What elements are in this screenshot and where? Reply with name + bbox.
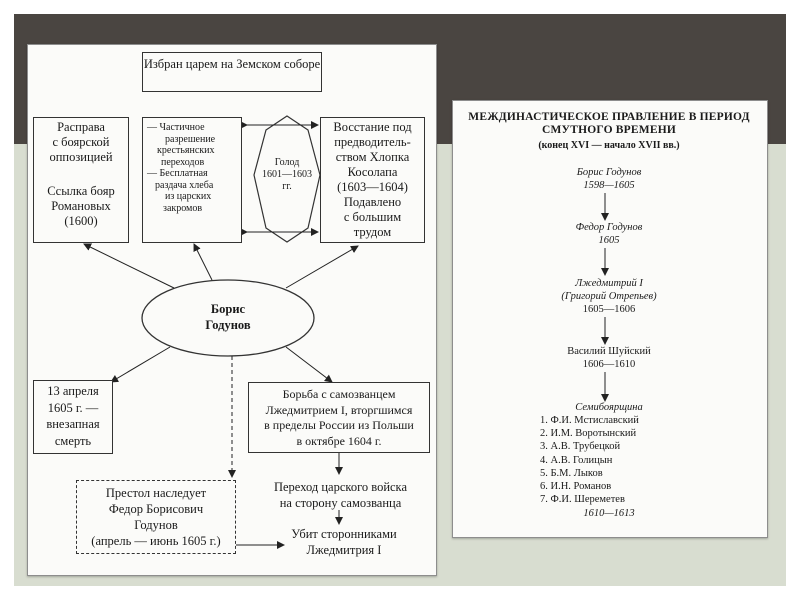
heir-line: (апрель — июнь 1605 г.) — [91, 534, 221, 548]
killed-line: Лжедмитрия I — [306, 543, 382, 557]
transition-line: Переход царского войска — [273, 480, 407, 494]
ruler-2-name: Федор Годунов — [575, 222, 643, 233]
famine-label: Голод 1601—1603 гг. — [258, 157, 316, 193]
famine-line: Голод — [274, 157, 300, 168]
massacre-exile-box: Расправа с боярской оппозицией Ссылка бо… — [33, 117, 129, 243]
killed-text: Убит сторонниками Лжедмитрия I — [284, 526, 404, 558]
struggle-line: Борьба с самозванцем — [282, 387, 396, 401]
ruler-4-years: 1606—1610 — [582, 359, 636, 370]
uprising-line: Восстание под — [333, 120, 412, 134]
rulers-list-panel — [452, 100, 768, 538]
death-line: 13 апреля — [47, 384, 99, 398]
uprising-line: с большим — [343, 210, 402, 224]
boyar-item: 7. Ф.И. Шереметев — [540, 494, 625, 506]
uprising-line: (1603—1604) — [337, 180, 408, 194]
reforms-line: из царских — [165, 191, 212, 202]
killed-line: Убит сторонниками — [291, 527, 397, 541]
reforms-line: переходов — [161, 156, 205, 168]
rulers-title-line: МЕЖДИНАСТИЧЕСКОЕ ПРАВЛЕНИЕ В ПЕРИОД — [468, 111, 750, 123]
uprising-line: ством Хлопка — [335, 150, 410, 164]
transition-line: на сторону самозванца — [279, 496, 402, 510]
rulers-title-line: СМУТНОГО ВРЕМЕНИ — [542, 124, 676, 136]
exile-line: Ссылка бояр — [47, 184, 115, 198]
rulers-title: МЕЖДИНАСТИЧЕСКОЕ ПРАВЛЕНИЕ В ПЕРИОД СМУТ… — [452, 111, 766, 137]
ruler-4-name: Василий Шуйский — [567, 346, 651, 357]
famine-line: гг. — [282, 181, 292, 192]
death-line: 1605 г. — — [47, 400, 99, 415]
reforms-line: закромов — [163, 202, 203, 214]
boyar-item: 4. А.В. Голицын — [540, 454, 613, 466]
reforms-line: разрешение — [165, 133, 216, 145]
elected-text: Избран царем на Земском соборе — [143, 57, 321, 71]
heir-line: Престол наследует — [105, 486, 207, 500]
heir-line: Годунов — [134, 518, 178, 532]
ruler-1-years: 1598—1605 — [583, 180, 635, 191]
boyar-item: 3. А.В. Трубецкой — [540, 441, 621, 453]
reforms-line: крестьянских — [157, 145, 215, 156]
struggle-line: в пределы России из Польши — [264, 418, 414, 432]
center-title: Борис Годунов — [178, 301, 278, 333]
massacre-line: Расправа — [57, 120, 105, 134]
uprising-line: Подавлено — [343, 195, 402, 209]
elected-box: Избран царем на Земском соборе — [142, 52, 322, 92]
rulers-subtitle: (конец XVI — начало XVII вв.) — [538, 140, 680, 151]
ruler-1-name: Борис Годунов — [576, 167, 642, 178]
reforms-line: раздача хлеба — [155, 179, 214, 191]
reforms-line: — Бесплатная — [147, 168, 208, 179]
transition-text: Переход царского войска на сторону самоз… — [258, 479, 423, 511]
uprising-line: предводитель- — [334, 135, 411, 149]
ruler-3-name: Лжедмитрий I — [575, 278, 643, 289]
massacre-line: оппозицией — [49, 150, 113, 164]
heir-box: Престол наследует Федор Борисович Годуно… — [76, 480, 236, 554]
reforms-box: — Частичное разрешение крестьянских пере… — [142, 117, 242, 243]
boyar-item: 1. Ф.И. Мстиславский — [540, 415, 639, 426]
struggle-line: Лжедмитрием I, вторгшимся — [265, 402, 413, 417]
uprising-line: трудом — [353, 225, 392, 239]
center-line: Борис — [210, 302, 246, 316]
reforms-line: — Частичное — [147, 122, 205, 133]
center-line: Годунов — [205, 318, 251, 332]
death-box: 13 апреля 1605 г. — внезапная смерть — [33, 380, 113, 454]
famine-line: 1601—1603 — [262, 169, 312, 180]
uprising-line: Косолапа — [347, 165, 398, 179]
death-line: смерть — [54, 433, 92, 448]
ruler-5-name: Семибоярщина — [575, 402, 643, 413]
boyar-item: 2. И.М. Воротынский — [540, 428, 637, 440]
struggle-line: в октябре 1604 г. — [296, 433, 382, 448]
ruler-2-years: 1605 — [598, 235, 620, 246]
death-line: внезапная — [46, 417, 100, 431]
struggle-box: Борьба с самозванцем Лжедмитрием I, втор… — [248, 382, 430, 453]
exile-line: (1600) — [64, 214, 98, 228]
boyar-item: 6. И.Н. Романов — [540, 481, 612, 493]
boyars-list: 1. Ф.И. Мстиславский 2. И.М. Воротынский… — [540, 414, 639, 506]
ruler-3-years: 1605—1606 — [582, 304, 636, 315]
heir-line: Федор Борисович — [108, 502, 204, 516]
uprising-box: Восстание под предводитель- ством Хлопка… — [320, 117, 425, 243]
exile-line: Романовых — [51, 199, 111, 213]
ruler-3-alias: (Григорий Отрепьев) — [561, 291, 657, 302]
boyar-item: 5. Б.М. Лыков — [540, 467, 603, 479]
ruler-5-years: 1610—1613 — [583, 508, 635, 519]
massacre-line: с боярской — [52, 135, 110, 149]
